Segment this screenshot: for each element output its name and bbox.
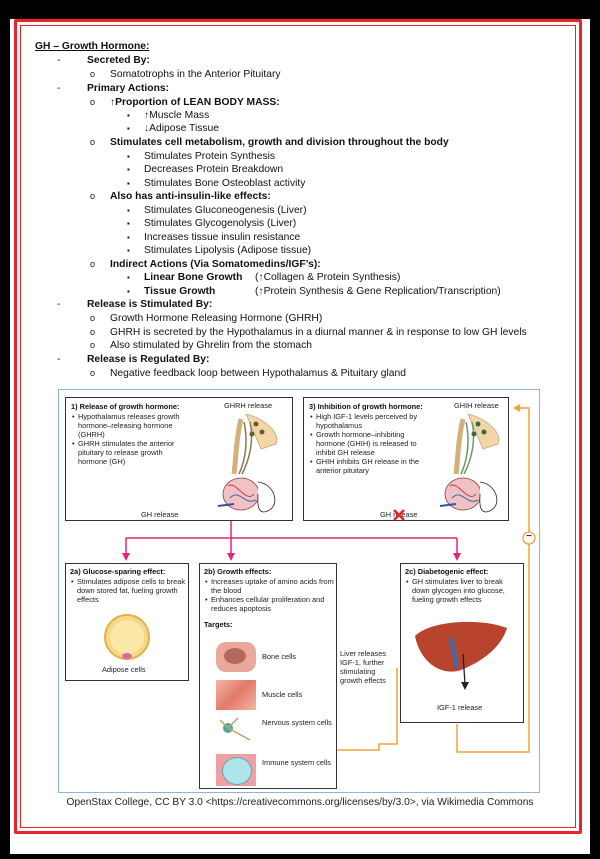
circle-marker: o xyxy=(90,97,96,107)
liver-igf-note: Liver releases IGF-1, further stimulatin… xyxy=(340,649,387,685)
box-glucose-sparing: 2a) Glucose-sparing effect: Stimulates a… xyxy=(65,563,189,681)
bullet-text: GH stimulates liver to break down glycog… xyxy=(406,577,521,604)
muscle-cells-icon xyxy=(216,680,256,710)
secreted-by-heading: Secreted By: xyxy=(87,55,150,66)
square-marker: ▪ xyxy=(127,287,130,296)
indirect-item-name: Linear Bone Growth xyxy=(144,272,243,283)
indirect-item-detail: (↑Collagen & Protein Synthesis) xyxy=(255,272,401,283)
box-title: 3) Inhibition of growth hormone: xyxy=(309,402,423,411)
square-marker: ▪ xyxy=(127,152,130,161)
secreted-by-item: Somatotrophs in the Anterior Pituitary xyxy=(110,69,281,80)
square-marker: ▪ xyxy=(127,124,130,133)
box-title: 2a) Glucose-sparing effect: xyxy=(70,567,166,576)
dash-marker: - xyxy=(57,55,61,66)
bullet-text: Growth hormone–inhibiting hormone (GHIH)… xyxy=(310,430,429,457)
target-label: Nervous system cells xyxy=(262,718,332,727)
ghrh-release-label: GHRH release xyxy=(224,401,273,410)
box-release-gh: 1) Release of growth hormone: Hypothalam… xyxy=(65,397,293,521)
box-title: 2c) Diabetogenic effect: xyxy=(405,567,489,576)
circle-marker: o xyxy=(90,137,96,147)
dash-marker: - xyxy=(57,299,61,310)
dash-marker: - xyxy=(57,354,61,365)
square-marker: ▪ xyxy=(127,111,130,120)
metabolism-heading: Stimulates cell metabolism, growth and d… xyxy=(110,137,449,148)
target-label: Immune system cells xyxy=(262,758,331,767)
blocked-x-icon xyxy=(393,509,405,521)
square-marker: ▪ xyxy=(127,219,130,228)
nervous-system-cells-icon xyxy=(219,717,251,741)
lean-mass-item: ↓Adipose Tissue xyxy=(144,123,219,134)
circle-marker: o xyxy=(90,259,96,269)
image-credit: OpenStax College, CC BY 3.0 <https://cre… xyxy=(66,797,534,808)
circle-marker: o xyxy=(90,368,96,378)
primary-actions-heading: Primary Actions: xyxy=(87,83,170,94)
gh-release-label: GH release xyxy=(141,510,179,519)
liver-icon xyxy=(415,621,507,690)
box-growth-effects: 2b) Growth effects: Increases uptake of … xyxy=(199,563,337,789)
anti-insulin-item: Stimulates Lipolysis (Adipose tissue) xyxy=(144,245,312,256)
metabolism-item: Stimulates Bone Osteoblast activity xyxy=(144,178,306,189)
anti-insulin-item: Stimulates Glycogenolysis (Liver) xyxy=(144,218,297,229)
target-label: Bone cells xyxy=(262,652,297,661)
immune-system-cells-icon xyxy=(216,754,256,786)
circle-marker: o xyxy=(90,327,96,337)
bullet-text: High IGF-1 levels perceived by hypothala… xyxy=(310,412,429,430)
target-label: Muscle cells xyxy=(262,690,303,699)
bone-cells-icon xyxy=(216,642,256,672)
minus-sign: − xyxy=(526,531,532,542)
release-stimulated-item: GHRH is secreted by the Hypothalamus in … xyxy=(110,327,527,338)
dash-marker: - xyxy=(57,83,61,94)
indirect-heading: Indirect Actions (Via Somatomedins/IGF’s… xyxy=(110,259,321,270)
bullet-text: GHRH stimulates the anterior pituitary t… xyxy=(72,439,191,466)
targets-label: Targets: xyxy=(204,620,233,629)
release-stimulated-item: Also stimulated by Ghrelin from the stom… xyxy=(110,340,313,351)
metabolism-item: Decreases Protein Breakdown xyxy=(144,164,284,175)
inner-red-frame xyxy=(20,25,576,828)
anti-insulin-item: Stimulates Gluconeogenesis (Liver) xyxy=(144,205,307,216)
bullet-text: Hypothalamus releases growth hormone–rel… xyxy=(72,412,191,439)
box-diabetogenic: 2c) Diabetogenic effect: GH stimulates l… xyxy=(400,563,524,723)
anti-insulin-item: Increases tissue insulin resistance xyxy=(144,232,301,243)
circle-marker: o xyxy=(90,69,96,79)
bullet-text: Increases uptake of amino acids from the… xyxy=(205,577,334,595)
circle-marker: o xyxy=(90,340,96,350)
circle-marker: o xyxy=(90,313,96,323)
outer-red-frame xyxy=(14,19,582,834)
square-marker: ▪ xyxy=(127,206,130,215)
square-marker: ▪ xyxy=(127,273,130,282)
inhibition-minus-icon xyxy=(522,531,536,545)
feedback-loop xyxy=(456,407,530,753)
ghih-release-label: GHIH release xyxy=(454,401,499,410)
square-marker: ▪ xyxy=(127,165,130,174)
pituitary-illustration xyxy=(439,414,500,513)
adipose-cell-icon xyxy=(104,614,150,660)
indirect-item-detail: (↑Protein Synthesis & Gene Replication/T… xyxy=(255,286,501,297)
release-regulated-heading: Release is Regulated By: xyxy=(87,354,210,365)
lean-mass-item: ↑Muscle Mass xyxy=(144,110,210,121)
release-stimulated-heading: Release is Stimulated By: xyxy=(87,299,213,310)
box-title: 2b) Growth effects: xyxy=(204,567,272,576)
square-marker: ▪ xyxy=(127,179,130,188)
circle-marker: o xyxy=(90,191,96,201)
indirect-item-name: Tissue Growth xyxy=(144,286,216,297)
anti-insulin-heading: Also has anti-insulin-like effects: xyxy=(110,191,271,202)
release-stimulated-item: Growth Hormone Releasing Hormone (GHRH) xyxy=(110,313,323,324)
square-marker: ▪ xyxy=(127,246,130,255)
adipose-cells-label: Adipose cells xyxy=(102,665,146,674)
release-regulated-item: Negative feedback loop between Hypothala… xyxy=(110,368,406,379)
box-inhibition-gh: 3) Inhibition of growth hormone: High IG… xyxy=(303,397,509,521)
gh-regulation-diagram: − 1) Release of growth hormone: Hypothal… xyxy=(58,389,540,793)
bullet-text: Enhances cellular proliferation and redu… xyxy=(205,595,334,613)
bullet-text: GHIH inhibits GH release in the anterior… xyxy=(310,457,429,475)
metabolism-item: Stimulates Protein Synthesis xyxy=(144,151,276,162)
lean-mass-heading: ↑Proportion of LEAN BODY MASS: xyxy=(110,97,280,108)
box-title: 1) Release of growth hormone: xyxy=(71,402,180,411)
pituitary-illustration xyxy=(217,414,278,513)
notes-title: GH – Growth Hormone: xyxy=(35,41,150,52)
square-marker: ▪ xyxy=(127,233,130,242)
igf-release-label: IGF-1 release xyxy=(437,703,483,712)
bullet-text: Stimulates adipose cells to break down s… xyxy=(71,577,186,604)
